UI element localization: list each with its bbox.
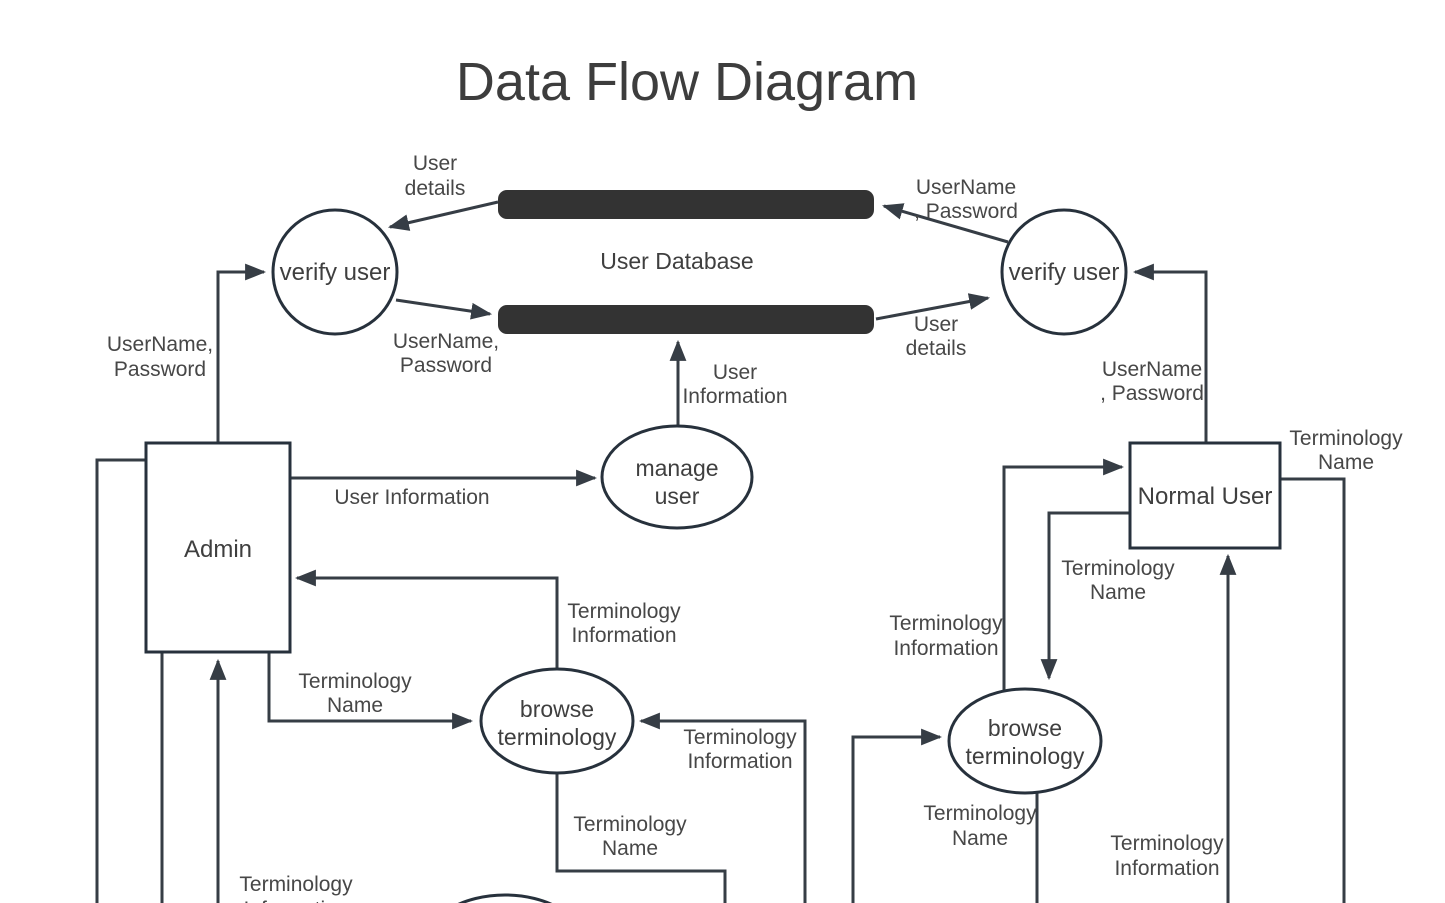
label-terminology-name-user-browse-right-2: Name [1090,581,1146,604]
flow-riser-into-browse-right [851,728,943,903]
browse-terminology-left-line1: browse [520,696,594,722]
label-terminology-name-user-browse-right-1: Terminology [1061,557,1175,580]
label-terminology-information-up-user-1: Terminology [1110,832,1224,855]
label-username-password-far-left-2: Password [114,358,206,381]
label-username-password-right-db-1: UserName [916,176,1016,199]
label-terminology-name-into-browse-right-2: Name [952,827,1008,850]
user-database-label: User Database [600,248,753,274]
label-terminology-name-top-right-2: Name [1318,451,1374,474]
user-database-store: User Database [498,190,874,334]
label-terminology-information-bottom-left-1: Terminology [239,873,353,896]
label-username-password-far-left-1: UserName, [107,333,213,356]
verify-user-left-label: verify user [280,259,391,286]
process-verify-user-left: verify user [271,208,399,336]
label-user-information-vertical-1: User [713,361,757,384]
browse-terminology-right-line1: browse [988,715,1062,741]
flow-labels: User details UserName, Password UserName… [107,152,1403,903]
label-terminology-information-into-browse-left-2: Information [687,750,792,773]
process-manage-user: manage user [600,424,754,530]
label-user-details-right-1: User [914,313,958,336]
label-terminology-name-browse-left-down-1: Terminology [573,813,687,836]
label-terminology-information-bottom-left-2: Information [243,898,348,903]
manage-user-label-line1: manage [635,455,718,481]
process-verify-user-right: verify user [1000,208,1128,336]
label-terminology-information-browse-right-1: Terminology [889,612,1003,635]
flow-admin-left-down [95,458,146,903]
browse-terminology-right-line2: terminology [966,743,1085,769]
flow-db-to-verify-right [875,293,991,321]
label-terminology-name-admin-2: Name [327,694,383,717]
flow-admin-to-browse-left [267,652,474,730]
label-terminology-information-browse-right-2: Information [893,637,998,660]
label-terminology-name-top-right-1: Terminology [1289,427,1403,450]
process-bottom-partial [457,893,553,903]
flow-verify-left-to-db [395,298,493,320]
label-username-password-right-mid-2: , Password [1100,382,1204,405]
label-user-details-right-2: details [906,337,967,360]
manage-user-label-line2: user [655,483,700,509]
entity-admin: Admin [144,441,292,654]
label-terminology-name-admin-1: Terminology [298,670,412,693]
label-terminology-information-into-browse-left-1: Terminology [683,726,797,749]
flow-riser-into-browse-left [638,712,807,903]
flow-browse-left-down [555,774,727,903]
label-terminology-name-into-browse-right-1: Terminology [923,802,1037,825]
entity-normal-user: Normal User [1128,441,1282,550]
normal-user-label: Normal User [1138,483,1273,510]
label-username-password-left-db-1: UserName, [393,330,499,353]
label-user-information-horizontal: User Information [334,486,489,509]
label-user-details-left-1: User [413,152,457,175]
flow-verify-right-to-db [881,203,1009,244]
process-browse-terminology-left: browse terminology [479,667,635,775]
label-user-details-left-2: details [405,177,466,200]
flow-admin-to-verify-left [216,263,267,443]
verify-user-right-label: verify user [1009,259,1120,286]
label-terminology-information-up-user-2: Information [1114,857,1219,880]
label-username-password-right-mid-1: UserName [1102,358,1202,381]
label-terminology-name-browse-left-down-2: Name [602,837,658,860]
label-user-information-vertical-2: Information [682,385,787,408]
user-database-bar-bottom [498,305,874,334]
label-username-password-right-db-2: , Password [914,200,1018,223]
user-database-bar-top [498,190,874,219]
admin-label: Admin [184,536,252,563]
flow-user-to-browse-right [1040,511,1130,681]
flow-user-right-down [1280,477,1346,903]
label-terminology-information-left-1: Terminology [567,600,681,623]
flow-db-to-verify-left [387,200,499,231]
label-username-password-left-db-2: Password [400,354,492,377]
flow-browse-right-to-user [1002,458,1125,690]
flow-browse-left-to-admin [294,569,559,669]
browse-terminology-left-line2: terminology [498,724,617,750]
process-browse-terminology-right: browse terminology [947,687,1103,795]
diagram-title: Data Flow Diagram [456,52,918,112]
label-terminology-information-left-2: Information [571,624,676,647]
flow-user-to-verify-right [1132,263,1208,443]
